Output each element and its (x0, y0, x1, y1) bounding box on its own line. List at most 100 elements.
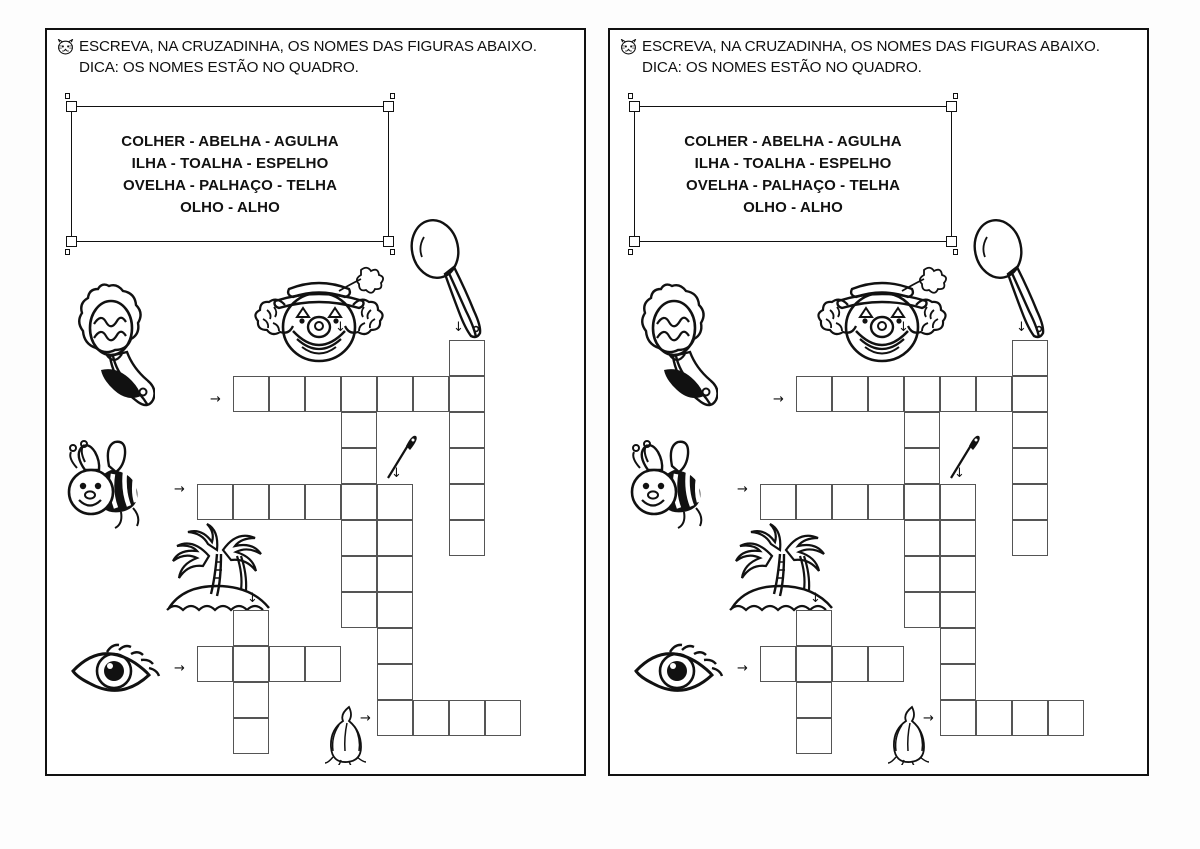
instruction-line-1: ESCREVA, NA CRUZADINHA, OS NOMES DAS FIG… (642, 38, 1100, 55)
grid-cell[interactable] (377, 556, 413, 592)
frame-corner-top-right (383, 93, 395, 112)
grid-cell[interactable] (305, 484, 341, 520)
word-bank-frame (634, 106, 952, 242)
grid-cell[interactable] (832, 484, 868, 520)
grid-cell[interactable] (377, 700, 413, 736)
clue-arrow-down: ↓ (1016, 320, 1027, 335)
grid-cell[interactable] (796, 610, 832, 646)
grid-cell[interactable] (377, 664, 413, 700)
grid-cell[interactable] (377, 376, 413, 412)
instruction-line-2: DICA: OS NOMES ESTÃO NO QUADRO. (79, 59, 359, 76)
grid-cell[interactable] (233, 484, 269, 520)
grid-cell[interactable] (1012, 484, 1048, 520)
grid-cell[interactable] (904, 448, 940, 484)
grid-cell[interactable] (485, 700, 521, 736)
grid-cell[interactable] (233, 646, 269, 682)
grid-cell[interactable] (269, 376, 305, 412)
grid-cell[interactable] (341, 484, 377, 520)
word-bank-line: OVELHA - PALHAÇO - TELHA (122, 176, 338, 194)
word-bank: COLHER - ABELHA - AGULHA ILHA - TOALHA -… (65, 93, 395, 255)
grid-cell[interactable] (1012, 340, 1048, 376)
grid-cell[interactable] (1048, 700, 1084, 736)
grid-cell[interactable] (796, 682, 832, 718)
needle-icon (384, 434, 420, 482)
grid-cell[interactable] (904, 484, 940, 520)
grid-cell[interactable] (377, 628, 413, 664)
grid-cell[interactable] (1012, 412, 1048, 448)
grid-cell[interactable] (940, 700, 976, 736)
grid-cell[interactable] (796, 646, 832, 682)
instruction-line-2: DICA: OS NOMES ESTÃO NO QUADRO. (642, 59, 922, 76)
grid-cell[interactable] (269, 646, 305, 682)
grid-cell[interactable] (940, 556, 976, 592)
grid-cell[interactable] (940, 664, 976, 700)
grid-cell[interactable] (233, 610, 269, 646)
grid-cell[interactable] (976, 700, 1012, 736)
word-bank-line: COLHER - ABELHA - AGULHA (684, 132, 902, 150)
bee-icon (65, 440, 170, 535)
eye-icon (67, 638, 167, 700)
grid-cell[interactable] (904, 592, 940, 628)
grid-cell[interactable] (868, 376, 904, 412)
crossword-grid: → ↓ ↓ → ↓ ↓ → → (610, 30, 1151, 778)
spoon-icon (965, 215, 1055, 340)
grid-cell[interactable] (449, 520, 485, 556)
grid-cell[interactable] (449, 412, 485, 448)
grid-cell[interactable] (449, 484, 485, 520)
grid-cell[interactable] (233, 718, 269, 754)
grid-cell[interactable] (305, 646, 341, 682)
grid-cell[interactable] (197, 646, 233, 682)
grid-cell[interactable] (904, 556, 940, 592)
grid-cell[interactable] (233, 376, 269, 412)
grid-cell[interactable] (1012, 376, 1048, 412)
grid-cell[interactable] (796, 718, 832, 754)
grid-cell[interactable] (1012, 700, 1048, 736)
grid-cell[interactable] (413, 700, 449, 736)
grid-cell[interactable] (413, 376, 449, 412)
grid-cell[interactable] (449, 700, 485, 736)
grid-cell[interactable] (305, 376, 341, 412)
spoon-icon (402, 215, 492, 340)
grid-cell[interactable] (940, 484, 976, 520)
grid-cell[interactable] (341, 520, 377, 556)
grid-cell[interactable] (760, 484, 796, 520)
grid-cell[interactable] (341, 592, 377, 628)
grid-cell[interactable] (1012, 520, 1048, 556)
grid-cell[interactable] (233, 682, 269, 718)
grid-cell[interactable] (832, 376, 868, 412)
grid-cell[interactable] (976, 376, 1012, 412)
clue-arrow-right: → (210, 392, 221, 407)
frame-corner-bottom-right (946, 236, 958, 255)
grid-cell[interactable] (796, 484, 832, 520)
grid-cell[interactable] (796, 376, 832, 412)
grid-cell[interactable] (940, 628, 976, 664)
grid-cell[interactable] (341, 412, 377, 448)
grid-cell[interactable] (377, 484, 413, 520)
grid-cell[interactable] (904, 376, 940, 412)
grid-cell[interactable] (341, 448, 377, 484)
grid-cell[interactable] (904, 412, 940, 448)
grid-cell[interactable] (449, 376, 485, 412)
clue-arrow-down: ↓ (453, 320, 464, 335)
grid-cell[interactable] (449, 340, 485, 376)
grid-cell[interactable] (449, 448, 485, 484)
grid-cell[interactable] (341, 556, 377, 592)
grid-cell[interactable] (1012, 448, 1048, 484)
grid-cell[interactable] (868, 484, 904, 520)
grid-cell[interactable] (940, 376, 976, 412)
grid-cell[interactable] (377, 520, 413, 556)
clue-arrow-down: ↓ (810, 591, 821, 606)
grid-cell[interactable] (832, 646, 868, 682)
grid-cell[interactable] (760, 646, 796, 682)
instruction-header: ESCREVA, NA CRUZADINHA, OS NOMES DAS FIG… (57, 38, 578, 76)
grid-cell[interactable] (940, 592, 976, 628)
grid-cell[interactable] (377, 592, 413, 628)
grid-cell[interactable] (197, 484, 233, 520)
grid-cell[interactable] (341, 376, 377, 412)
grid-cell[interactable] (269, 484, 305, 520)
grid-cell[interactable] (868, 646, 904, 682)
crossword-grid: → ↓ ↓ → ↓ ↓ → → (47, 30, 588, 778)
grid-cell[interactable] (904, 520, 940, 556)
grid-cell[interactable] (940, 520, 976, 556)
